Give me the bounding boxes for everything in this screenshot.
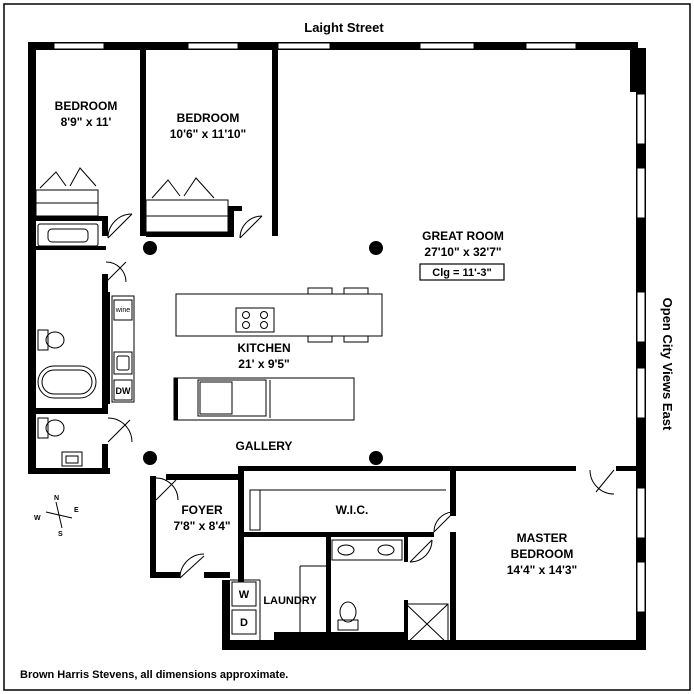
kitchen-name: KITCHEN xyxy=(237,341,290,355)
doors xyxy=(105,261,615,579)
gallery-name: GALLERY xyxy=(236,439,293,453)
dryer-label: D xyxy=(240,617,248,629)
master-dims: 14'4" x 14'3" xyxy=(507,563,577,577)
kitchen-dims: 21' x 9'5" xyxy=(238,357,289,371)
bath-fixtures xyxy=(37,223,99,467)
kitchen-back-counter xyxy=(173,377,355,421)
great-room-dims: 27'10" x 32'7" xyxy=(424,245,501,259)
columns xyxy=(143,241,383,465)
kitchen-island xyxy=(175,287,383,343)
windows-right xyxy=(636,93,646,613)
compass-south: S xyxy=(58,531,63,538)
windows-top xyxy=(53,42,577,50)
wic-shelf xyxy=(249,489,446,531)
compass-north: N xyxy=(54,495,59,502)
bedroom2-dims: 10'6" x 11'10" xyxy=(170,127,246,141)
great-room-name: GREAT ROOM xyxy=(422,229,504,243)
compass-icon xyxy=(45,501,73,529)
closets xyxy=(35,189,229,233)
master-bath-fixtures xyxy=(331,539,449,645)
wic-name: W.I.C. xyxy=(336,503,369,517)
foyer-name: FOYER xyxy=(181,503,223,517)
ceiling-height: Clg = 11'-3" xyxy=(432,267,492,279)
wine-fridge-label: wine xyxy=(115,307,131,314)
kitchen-counter-wall xyxy=(106,292,110,404)
interior-walls xyxy=(36,50,636,642)
laundry-appliances xyxy=(231,581,257,635)
frame-border xyxy=(3,3,691,691)
bedroom1-name: BEDROOM xyxy=(55,99,118,113)
street-top: Laight Street xyxy=(304,20,384,35)
exterior-walls xyxy=(28,42,646,650)
kitchen-counter-left xyxy=(111,295,135,403)
dishwasher-label: DW xyxy=(116,386,131,396)
bedroom2-name: BEDROOM xyxy=(177,111,240,125)
master-name-1: MASTER xyxy=(517,531,568,545)
bedroom1-dims: 8'9" x 11' xyxy=(61,115,112,129)
foyer-dims: 7'8" x 8'4" xyxy=(173,519,230,533)
compass-east: E xyxy=(74,507,79,514)
closet-doors xyxy=(39,167,263,239)
ceiling-badge xyxy=(419,263,505,281)
washer-label: W xyxy=(239,589,250,601)
laundry-walls xyxy=(230,565,326,640)
laundry-name: LAUNDRY xyxy=(263,595,317,607)
compass-west: W xyxy=(34,515,41,522)
footer-note: Brown Harris Stevens, all dimensions app… xyxy=(20,669,288,681)
street-right: Open City Views East xyxy=(660,298,675,431)
master-name-2: BEDROOM xyxy=(511,547,574,561)
kitchen-back-counter-edge xyxy=(174,378,178,420)
